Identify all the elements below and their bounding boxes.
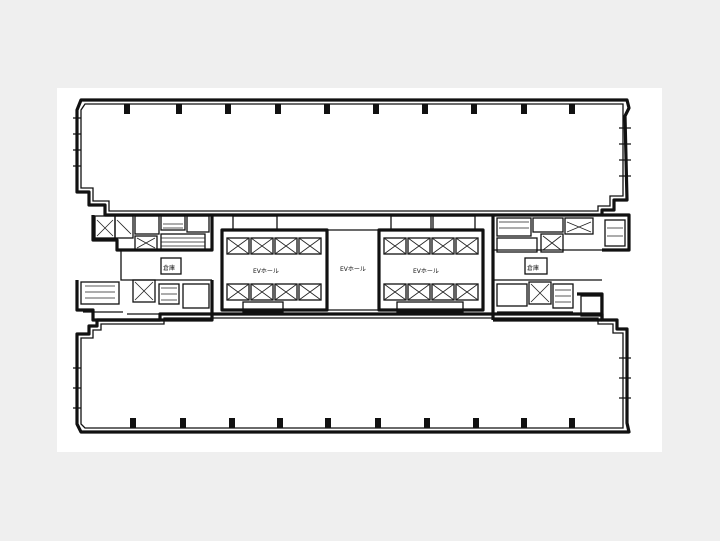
- east-core: 倉庫: [491, 213, 631, 322]
- central-hall-label: EVホール: [340, 266, 366, 273]
- north-office-block: [73, 98, 631, 217]
- south-office-block: [73, 312, 631, 434]
- elevator-hall-west-label: EVホール: [253, 268, 279, 275]
- floor-plan: 倉庫 EVホール EVホール: [73, 98, 631, 434]
- floor-plan-frame: 倉庫 EVホール EVホール: [57, 88, 662, 452]
- elevator-bank-east: EVホール: [377, 215, 485, 313]
- east-room-label: 倉庫: [527, 264, 539, 272]
- west-room-label: 倉庫: [163, 264, 175, 272]
- west-core: 倉庫: [75, 215, 214, 322]
- elevator-bank-west: EVホール: [220, 215, 329, 313]
- columns-north: [124, 104, 575, 114]
- central-hall: EVホール: [327, 229, 379, 311]
- columns-south: [130, 418, 575, 428]
- elevator-hall-east-label: EVホール: [413, 268, 439, 275]
